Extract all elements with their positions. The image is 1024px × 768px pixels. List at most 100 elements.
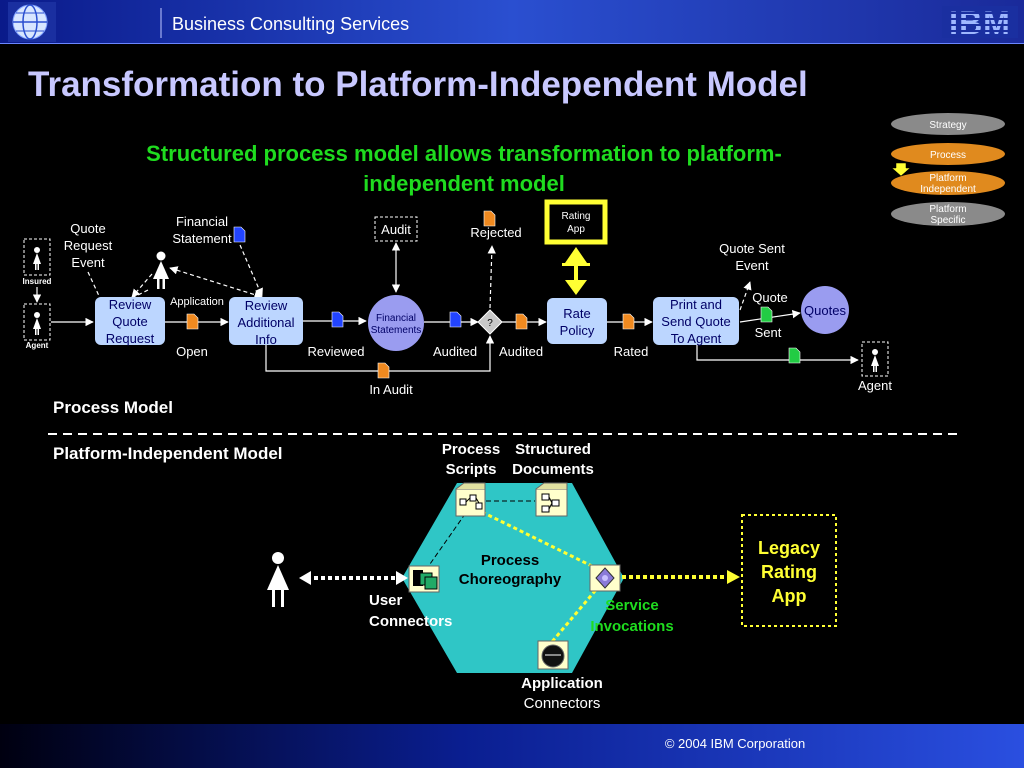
- review-quote-request-label-1: Review: [109, 297, 152, 312]
- page-title: Transformation to Platform-Independent M…: [28, 65, 808, 104]
- rate-policy-box: [547, 298, 607, 344]
- review-additional-info-label-1: Review: [245, 298, 288, 313]
- platform-independent-model-section-label: Platform-Independent Model: [53, 444, 283, 463]
- user-connectors-icon: [408, 565, 440, 593]
- service-invocations-label-1: Service: [605, 597, 658, 614]
- legend-platform-specific-label-2: Specific: [930, 215, 965, 226]
- user-connectors-label-1: User: [369, 592, 403, 609]
- rated-label: Rated: [614, 344, 649, 359]
- process-model-section-label: Process Model: [53, 398, 173, 417]
- document-icon-rated: [622, 313, 635, 330]
- legend-process-label: Process: [930, 150, 966, 161]
- service-invocation-arrow: [727, 570, 740, 584]
- legend-platform-specific: [891, 202, 1005, 226]
- document-icon-audited: [449, 311, 462, 328]
- review-additional-info-label-2: Additional: [237, 315, 294, 330]
- print-and-send-label-1: Print and: [670, 297, 722, 312]
- person-icon-insured: [33, 247, 41, 270]
- legend-platform-independent-label-2: Independent: [920, 184, 976, 195]
- financial-statements-label-1: Financial: [376, 313, 416, 324]
- review-additional-info-label-3: Info: [255, 332, 277, 347]
- agent-label: Agent: [858, 378, 892, 393]
- agent-small-label: Agent: [26, 341, 49, 350]
- process-model-diagram: Insured Agent Quote Request Event Financ…: [23, 199, 892, 397]
- quotes-label: Quotes: [804, 303, 846, 318]
- document-icon-audited-2: [515, 313, 528, 330]
- audit-box: [374, 216, 418, 242]
- audited-label-1: Audited: [433, 344, 477, 359]
- document-icon-financial-statement: [233, 226, 246, 243]
- agent-actor-box-small: [23, 303, 51, 341]
- legend-process: [891, 143, 1005, 165]
- quote-request-event-label-1: Quote: [70, 221, 105, 236]
- audited-label-2: Audited: [499, 344, 543, 359]
- quotes-circle: [801, 286, 849, 334]
- subtitle-line-2: independent model: [363, 171, 565, 196]
- document-icon-quote: [760, 306, 773, 323]
- rate-policy-label-2: Policy: [560, 323, 595, 338]
- service-invocations-label-2: Invocations: [590, 618, 673, 635]
- process-choreography-label-2: Choreography: [459, 571, 562, 588]
- print-and-send-quote-box: [653, 297, 739, 345]
- application-connectors-icon: [537, 640, 569, 670]
- insured-label: Insured: [23, 277, 52, 286]
- financial-statement-label-1: Financial: [176, 214, 228, 229]
- document-icon-open: [186, 313, 199, 330]
- rating-app-box: [544, 199, 608, 245]
- document-icon-reviewed: [331, 311, 344, 328]
- document-icon-to-agent: [788, 347, 801, 364]
- rating-app-label-2: App: [567, 224, 585, 235]
- legacy-rating-app-label-3: App: [772, 586, 807, 606]
- agent-actor-box: [861, 341, 889, 377]
- print-and-send-label-3: To Agent: [671, 331, 722, 346]
- structured-documents-label-2: Documents: [512, 461, 594, 478]
- user-connector-arrow-right: [396, 571, 408, 585]
- pim-diagram: Process Scripts Structured Documents: [267, 441, 837, 712]
- document-icon-rejected: [483, 210, 496, 227]
- globe-icon: [8, 2, 56, 42]
- service-invocations-icon: [589, 564, 621, 592]
- person-icon-agent: [871, 349, 879, 372]
- process-scripts-label-2: Scripts: [446, 461, 497, 478]
- legend-platform-independent-label-1: Platform: [929, 173, 966, 184]
- insured-actor-box: [23, 238, 51, 276]
- review-additional-info-box: [229, 297, 303, 345]
- process-scripts-label-1: Process: [442, 441, 500, 458]
- application-connectors-label-1: Application: [521, 675, 603, 692]
- financial-statement-label-2: Statement: [172, 231, 232, 246]
- header-section-label: Business Consulting Services: [172, 14, 409, 34]
- pim-hexagon: [402, 483, 624, 673]
- legend-strategy-label: Strategy: [929, 120, 966, 131]
- legacy-rating-app-box: [741, 514, 837, 627]
- ibm-logo-text: IBM: [949, 5, 1011, 41]
- print-and-send-label-2: Send Quote: [661, 314, 730, 329]
- ibm-logo: IBM: [942, 5, 1018, 41]
- in-audit-label: In Audit: [369, 382, 413, 397]
- quote-request-event-label-2: Request: [64, 238, 113, 253]
- quote-sent-event-label-2: Event: [735, 258, 769, 273]
- rejected-label: Rejected: [470, 225, 521, 240]
- structured-documents-label-1: Structured: [515, 441, 591, 458]
- header-bar: Business Consulting Services IBM: [0, 0, 1024, 44]
- copyright-text: © 2004 IBM Corporation: [665, 736, 805, 751]
- open-label: Open: [176, 344, 208, 359]
- quote-request-event-label-3: Event: [71, 255, 105, 270]
- process-scripts-icon: [455, 482, 486, 517]
- rating-app-connector-icon: [562, 247, 590, 295]
- user-connectors-label-2: Connectors: [369, 613, 452, 630]
- sent-label: Sent: [755, 325, 782, 340]
- legend-stack: Strategy Process Platform Independent Pl…: [891, 113, 1005, 226]
- application-connectors-label-2: Connectors: [524, 695, 601, 712]
- person-icon-reviewer: [153, 251, 169, 289]
- legend-platform-specific-label-1: Platform: [929, 204, 966, 215]
- legacy-rating-app-label-2: Rating: [761, 562, 817, 582]
- user-connector-arrow-left: [299, 571, 311, 585]
- financial-statements-circle: [368, 295, 424, 351]
- legend-platform-independent: [891, 171, 1005, 195]
- legend-strategy: [891, 113, 1005, 135]
- quote-label: Quote: [752, 290, 787, 305]
- legacy-rating-app-label-1: Legacy: [758, 538, 820, 558]
- to-agent-line: [696, 345, 859, 365]
- financial-statements-label-2: Statements: [371, 325, 422, 336]
- review-quote-request-label-2: Quote: [112, 314, 147, 329]
